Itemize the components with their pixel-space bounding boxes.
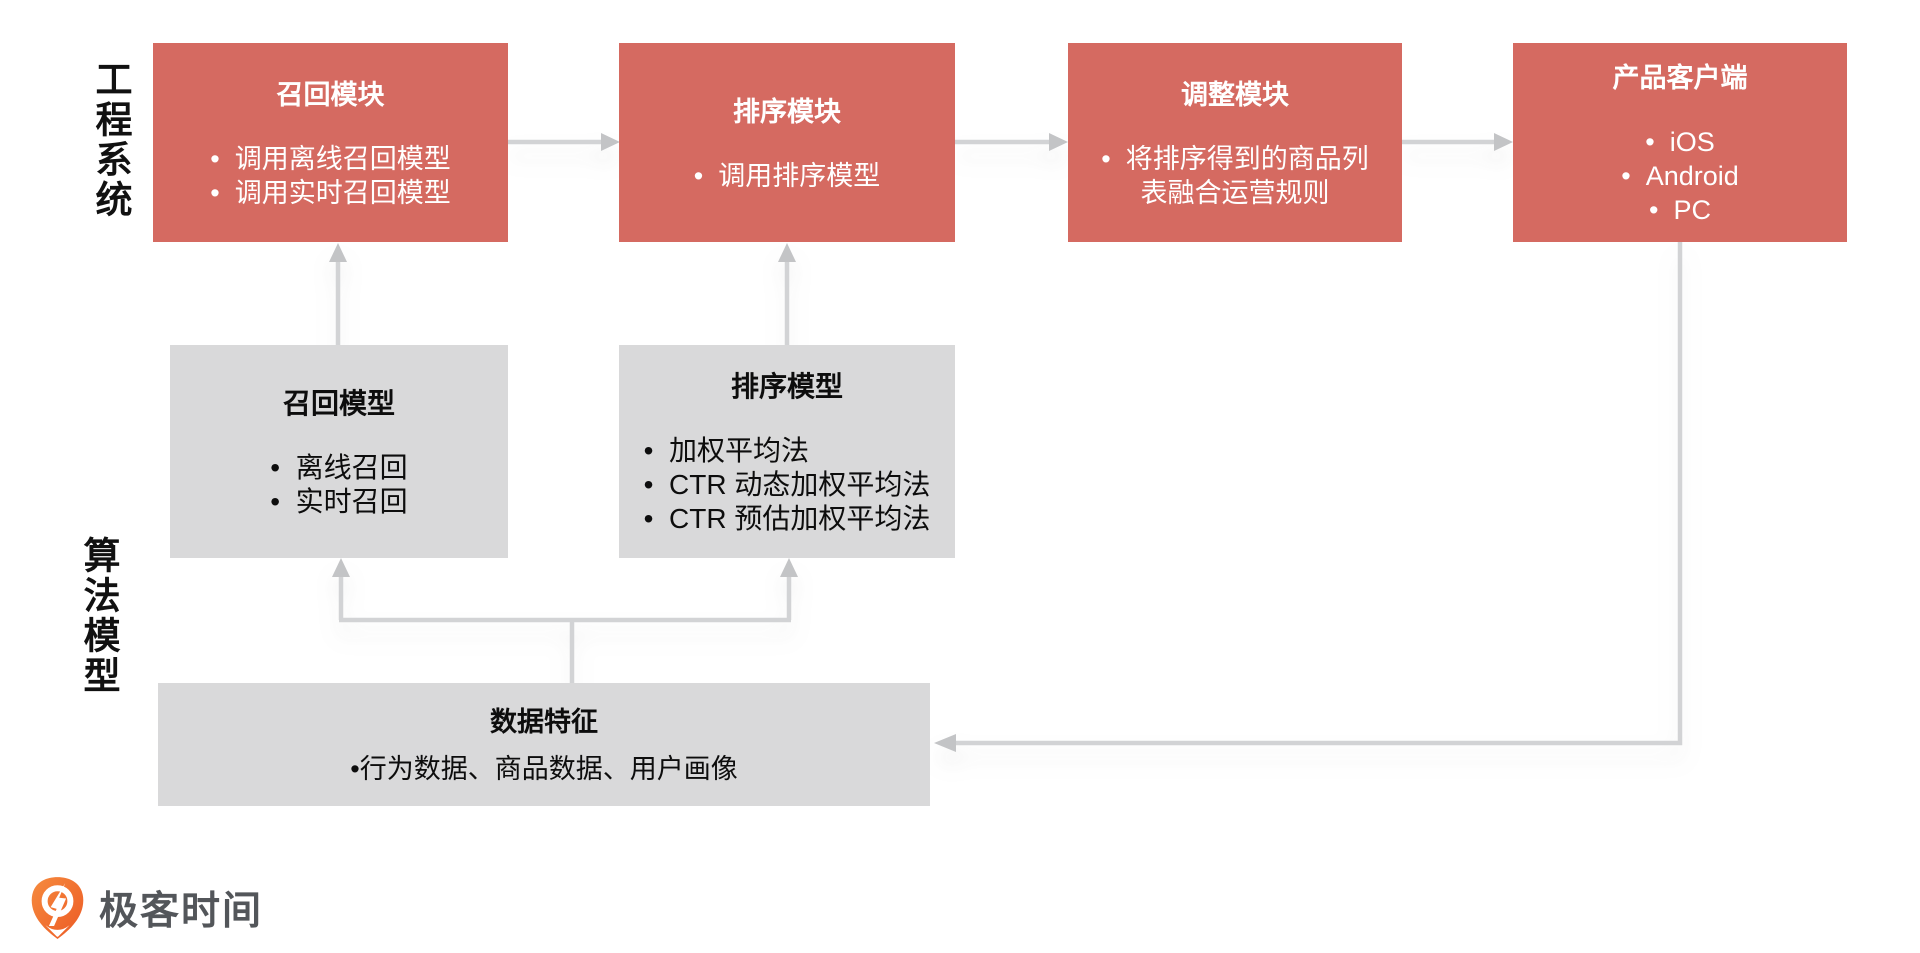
arrow-recall-model-to-recall-module (329, 243, 347, 345)
module-ranking: 排序模块 调用排序模型 (619, 43, 955, 242)
bullet-item: 实时召回 (270, 485, 408, 519)
module-title: 召回模块 (276, 79, 385, 110)
arrow-adjustment-module-to-product-client (1402, 133, 1513, 151)
model-title: 排序模型 (730, 370, 843, 402)
bullet-item: PC (1621, 193, 1739, 227)
bullet-item: CTR 动态加权平均法 (644, 468, 930, 502)
arrow-ranking-module-to-adjustment-module (955, 133, 1068, 151)
model-recall: 召回模型 离线召回 实时召回 (170, 345, 508, 558)
bullet-item: CTR 预估加权平均法 (644, 502, 930, 536)
bullet-item: 调用排序模型 (694, 159, 880, 193)
module-bullet-list: 调用离线召回模型 调用实时召回模型 (210, 142, 451, 210)
data-features-title: 数据特征 (490, 706, 598, 737)
section-label-algorithm-model: 算法模型 (78, 536, 119, 696)
data-features-line: •行为数据、商品数据、用户画像 (350, 753, 738, 784)
connector-data-features-to-models (332, 558, 798, 684)
arrow-product-client-to-data-features (934, 242, 1683, 752)
bullet-item: 加权平均法 (644, 434, 931, 468)
module-title: 排序模块 (733, 96, 841, 127)
module-adjustment: 调整模块 将排序得到的商品列表融合运营规则 (1068, 43, 1402, 242)
section-label-engineering-system: 工程系统 (90, 60, 131, 220)
arrow-recall-module-to-ranking-module (508, 133, 620, 151)
module-bullet-list: 调用排序模型 (694, 159, 880, 193)
geektime-logo: 极客时间 (30, 876, 263, 940)
module-product-client: 产品客户端 iOS Android PC (1513, 43, 1847, 242)
arrow-ranking-model-to-ranking-module (778, 243, 796, 345)
model-bullet-list: 加权平均法 CTR 动态加权平均法 CTR 预估加权平均法 (644, 434, 931, 536)
module-title: 产品客户端 (1612, 62, 1748, 93)
bullet-item: iOS (1621, 125, 1739, 159)
module-title: 调整模块 (1181, 79, 1289, 110)
bullet-item: 调用离线召回模型 (210, 142, 451, 176)
bullet-item: 离线召回 (270, 451, 408, 485)
model-bullet-list: 离线召回 实时召回 (270, 451, 408, 519)
geektime-logo-icon (31, 877, 84, 939)
module-bullet-list: 将排序得到的商品列表融合运营规则 (1089, 142, 1381, 210)
module-bullet-list: iOS Android PC (1621, 125, 1739, 227)
geektime-logo-text: 极客时间 (99, 890, 264, 933)
model-title: 召回模型 (282, 387, 395, 419)
bullet-item: Android (1621, 159, 1739, 193)
model-ranking: 排序模型 加权平均法 CTR 动态加权平均法 CTR 预估加权平均法 (619, 345, 955, 558)
box-data-features: 数据特征 •行为数据、商品数据、用户画像 (158, 683, 930, 806)
bullet-item: 将排序得到的商品列表融合运营规则 (1089, 142, 1381, 210)
bullet-item: 调用实时召回模型 (210, 176, 451, 210)
module-recall: 召回模块 调用离线召回模型 调用实时召回模型 (153, 43, 508, 242)
